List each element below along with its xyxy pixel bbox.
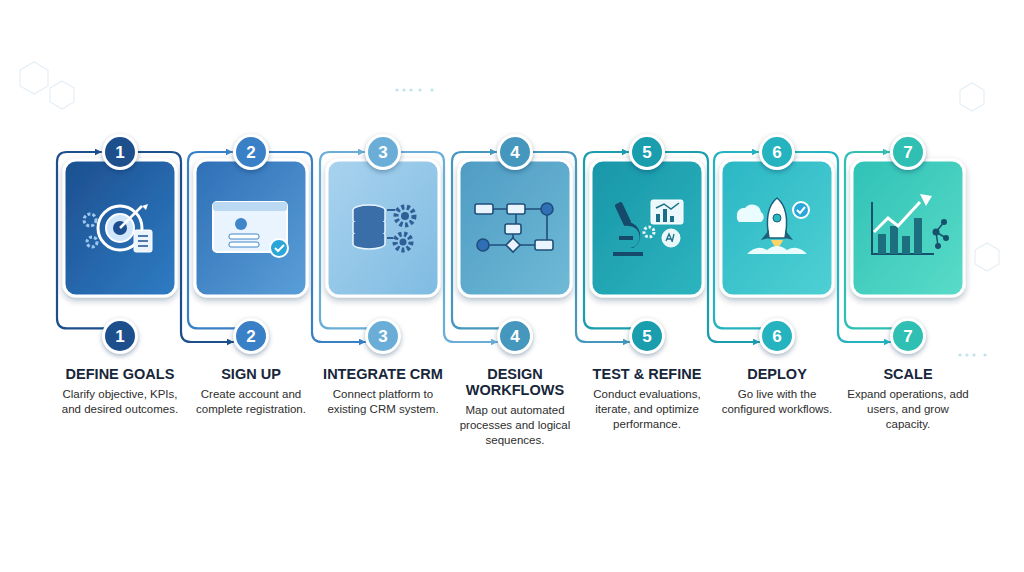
step-circle-bottom: 2 [233,318,269,354]
flow-connector [845,152,892,328]
step-description: Create account and complete registration… [187,387,315,417]
flow-connector [138,152,233,342]
step-number: 4 [510,144,519,161]
step-circle-top: 7 [890,134,926,170]
step-title: TEST & REFINE [583,366,711,382]
step-number: 4 [510,328,519,345]
step-circle-top: 4 [497,134,533,170]
step-number: 1 [115,144,124,161]
step-circle-top: 1 [102,134,138,170]
flow-connector [57,152,104,328]
step-description: Expand operations, add users, and grow c… [844,387,972,432]
step-description: Connect platform to existing CRM system. [319,387,447,417]
step-circle-bottom: 7 [890,318,926,354]
step-description: Go live with the configured workflows. [713,387,841,417]
step-circle-top: 2 [233,134,269,170]
flow-connector [452,152,499,328]
step-title: DESIGN WORKFLOWS [451,366,579,398]
step-number: 5 [642,328,651,345]
flow-connector [188,152,235,328]
step-circle-top: 6 [759,134,795,170]
step-number: 1 [115,328,124,345]
step-title: DEFINE GOALS [56,366,184,382]
step-circle-bottom: 5 [629,318,665,354]
step-circle-bottom: 4 [497,318,533,354]
step-circle-bottom: 6 [759,318,795,354]
step-description: Clarify objective, KPIs, and desired out… [56,387,184,417]
flow-connector [584,152,631,328]
crm-icon [353,205,414,250]
step-number: 3 [378,144,387,161]
step-number: 2 [246,328,255,345]
target-icon [84,204,152,252]
step-title: SIGN UP [187,366,315,382]
step-number: 5 [642,144,651,161]
step-circle-top: 3 [365,134,401,170]
test-icon [613,200,683,256]
step-title: DEPLOY [713,366,841,382]
growth-icon [872,194,949,254]
step-description: Map out automated processes and logical … [451,403,579,448]
flow-connector [533,152,629,342]
flow-connector [269,152,365,342]
rocket-icon [737,198,809,254]
flowchart-icon [475,203,553,252]
flow-connector [665,152,759,342]
step-circle-top: 5 [629,134,665,170]
step-title: INTEGRATE CRM [319,366,447,382]
step-number: 6 [772,144,781,161]
flow-connector [795,152,890,342]
step-number: 3 [378,328,387,345]
step-number: 6 [772,328,781,345]
flow-connector [320,152,367,328]
step-description: Conduct evaluations, iterate, and optimi… [583,387,711,432]
signup-icon [213,202,288,257]
flow-connector [714,152,761,328]
step-number: 7 [903,144,912,161]
step-number: 2 [246,144,255,161]
step-circle-bottom: 3 [365,318,401,354]
step-number: 7 [903,328,912,345]
flow-connector [401,152,497,342]
step-circle-bottom: 1 [102,318,138,354]
step-title: SCALE [844,366,972,382]
